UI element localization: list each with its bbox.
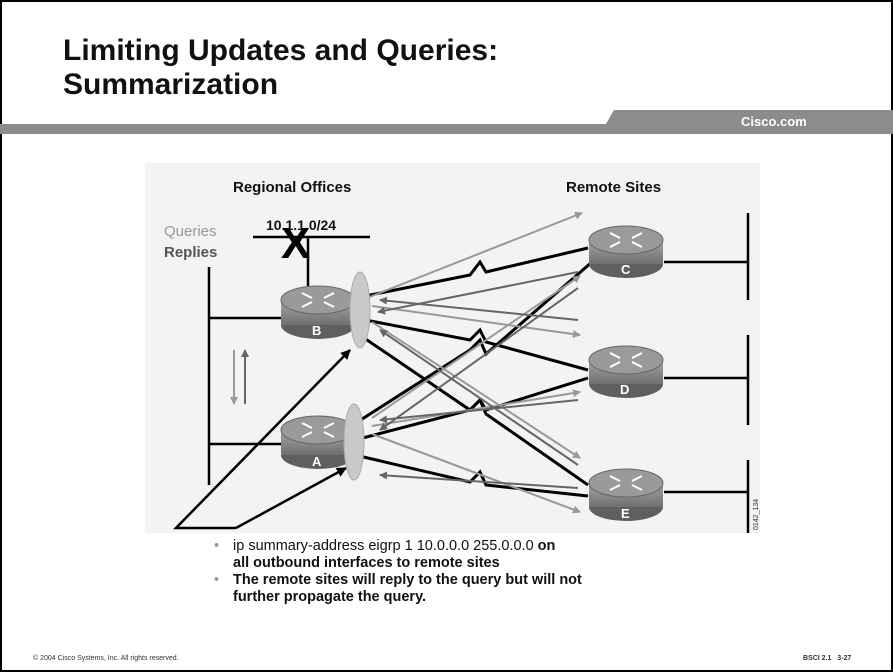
- bullet-2-line-2: further propagate the query.: [233, 589, 427, 605]
- bullet-2-line-1: The remote sites will reply to the query…: [233, 572, 582, 588]
- figure-id: 0142_134: [753, 499, 760, 530]
- regional-offices-label: Regional Offices: [233, 179, 351, 196]
- reply-arrow-c-a: [379, 287, 579, 431]
- legend-replies: Replies: [164, 244, 217, 261]
- query-arrow-b-c: [361, 211, 583, 301]
- router-b[interactable]: B: [280, 285, 356, 339]
- pointer-to-b-summary: [173, 349, 351, 530]
- course-footer: BSCI 2.1 3-27: [803, 655, 851, 662]
- bullet-1-command: ip summary-address eigrp 1 10.0.0.0 255.…: [233, 538, 534, 554]
- router-c-label: C: [621, 262, 631, 277]
- summary-interface-b: [349, 271, 371, 349]
- router-d-arrow-icon: [609, 352, 621, 359]
- page-number: 3-27: [837, 655, 852, 662]
- router-e[interactable]: E: [588, 468, 664, 521]
- bullet-2: The remote sites will reply to the query…: [214, 572, 774, 606]
- brand-tab: [600, 110, 893, 134]
- blocked-x-mark: X: [281, 219, 310, 268]
- router-d-label: D: [620, 382, 629, 397]
- copyright-footer: © 2004 Cisco Systems, Inc. All rights re…: [33, 655, 179, 662]
- reply-arrow-c-b: [377, 271, 579, 315]
- pointer-to-a-summary: [235, 466, 347, 530]
- slide-title: Limiting Updates and Queries: Summarizat…: [63, 34, 498, 102]
- summary-interface-a: [343, 403, 365, 481]
- wan-link-b-c: [354, 246, 589, 300]
- wan-link-b-d: [354, 316, 589, 372]
- subnet-label: 10.1.1.0/24: [266, 217, 336, 233]
- title-line-2: Summarization: [63, 68, 279, 101]
- router-e-label: E: [621, 506, 630, 521]
- router-a-label: A: [312, 454, 322, 469]
- legend-queries: Queries: [164, 223, 217, 240]
- router-b-label: B: [312, 323, 321, 338]
- remote-sites-label: Remote Sites: [566, 179, 661, 196]
- reply-arrow-e-a: [379, 471, 579, 489]
- router-c[interactable]: C: [588, 225, 664, 278]
- router-c-arrow-icon: [609, 232, 621, 239]
- course-id: BSCI 2.1: [803, 655, 832, 662]
- title-underline-bar: [0, 124, 893, 134]
- query-arrow-a-e: [371, 433, 581, 514]
- query-arrow-a-d: [371, 389, 581, 427]
- query-arrow-a-c: [371, 275, 581, 419]
- bullet-list: ip summary-address eigrp 1 10.0.0.0 255.…: [214, 538, 774, 606]
- diagram-background: [145, 163, 760, 533]
- query-arrow-b-d: [371, 305, 581, 338]
- router-a-arrow-icon: [301, 422, 313, 429]
- title-line-1: Limiting Updates and Queries:: [63, 34, 499, 67]
- reply-arrow-d-a: [379, 399, 579, 424]
- wan-link-a-c: [344, 260, 593, 432]
- brand-label[interactable]: Cisco.com: [741, 114, 807, 129]
- reply-arrow-e-b: [379, 329, 579, 466]
- bullet-1-rest: all outbound interfaces to remote sites: [233, 555, 500, 571]
- query-arrow-b-e: [371, 321, 581, 459]
- router-b-arrow-icon: [301, 292, 313, 299]
- wan-link-a-d: [354, 376, 589, 442]
- bullet-1: ip summary-address eigrp 1 10.0.0.0 255.…: [214, 538, 774, 572]
- bullet-1-on: on: [533, 538, 556, 554]
- router-a[interactable]: A: [280, 415, 356, 469]
- router-d[interactable]: D: [588, 345, 664, 398]
- reply-arrow-d-b: [379, 296, 579, 321]
- router-e-arrow-icon: [609, 475, 621, 482]
